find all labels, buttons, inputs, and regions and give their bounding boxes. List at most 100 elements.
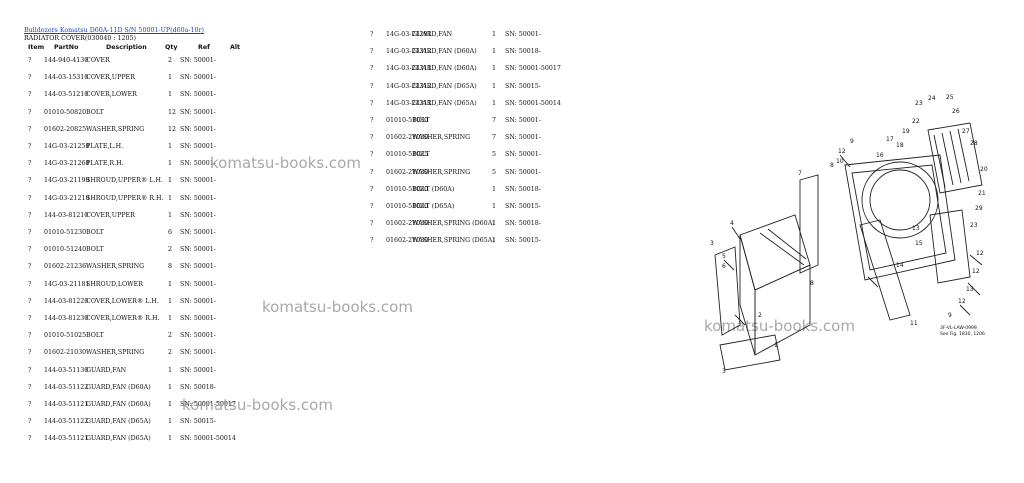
row-item: ? (370, 151, 374, 159)
row-description: COVER,LOWER (86, 91, 137, 99)
row-item: ? (28, 280, 32, 288)
row-description: GUARD,FAN (D65A) (86, 418, 151, 426)
row-qty: 1 (492, 185, 497, 193)
breadcrumb-link[interactable]: Bulldozers Komatsu D60A-11D S/N 50001-UP… (24, 27, 204, 34)
svg-text:27: 27 (962, 128, 970, 135)
watermark: komatsu-books.com (262, 298, 413, 316)
svg-text:1: 1 (774, 342, 778, 349)
row-ref: SN: 50001- (180, 280, 216, 288)
row-ref: SN: 50001- (180, 125, 216, 133)
row-item: ? (370, 185, 374, 193)
header-ref: Ref (198, 44, 210, 51)
row-partno: 01010-51240 (44, 246, 87, 254)
row-description: GUARD,FAN (D65A) (412, 99, 477, 107)
row-description: BOLT (86, 229, 104, 236)
diagram-caption-ref: See Fig. 1830, 1206 (940, 331, 985, 337)
row-description: GUARD,FAN (86, 366, 127, 374)
row-item: ? (28, 125, 32, 133)
row-item: ? (28, 297, 32, 305)
row-item: ? (370, 134, 374, 142)
row-ref: SN: 50015- (505, 203, 541, 210)
row-qty: 1 (168, 315, 173, 322)
right-cover (929, 209, 971, 284)
row-description: SHROUD,UPPER® R.H. (86, 194, 164, 202)
row-partno: 01010-51230 (44, 229, 87, 236)
row-item: ? (370, 117, 374, 124)
header-description: Description (106, 44, 147, 51)
row-item: ? (28, 418, 32, 426)
exploded-parts-diagram: 23 24 25 26 27 22 19 17 18 16 12 10 9 8 … (710, 94, 988, 375)
row-description: COVER,LOWER® R.H. (86, 315, 160, 322)
row-qty: 2 (168, 57, 173, 64)
row-partno: 144-03-51122 (44, 418, 89, 426)
row-ref: SN: 50001- (180, 108, 216, 116)
radiator-side (739, 234, 756, 356)
row-description: BOLT (412, 151, 430, 159)
row-ref: SN: 50001- (180, 297, 216, 305)
row-qty: 5 (492, 168, 497, 176)
lower-cover (859, 219, 911, 321)
svg-text:19: 19 (902, 128, 910, 135)
row-item: ? (28, 143, 32, 150)
svg-text:22: 22 (912, 118, 920, 125)
row-partno: 144-03-15310 (44, 74, 89, 82)
svg-text:4: 4 (730, 220, 734, 227)
row-description: GUARD,FAN (D60A) (412, 65, 477, 73)
row-description: WASHER,SPRING (412, 168, 471, 176)
row-description: GUARD,FAN (D60A) (86, 401, 151, 408)
row-partno: 01010-51020 (386, 203, 429, 210)
svg-text:14: 14 (896, 262, 904, 269)
row-item: ? (28, 229, 32, 236)
side-plate (714, 246, 741, 336)
row-description: PLATE,L.H. (86, 143, 124, 150)
row-qty: 1 (168, 74, 173, 82)
row-item: ? (28, 366, 32, 374)
row-partno: 144-03-81210 (44, 211, 89, 219)
row-qty: 1 (492, 31, 497, 38)
watermark: komatsu-books.com (182, 396, 333, 414)
breadcrumb[interactable]: Bulldozers Komatsu D60A-11D S/N 50001-UP… (24, 27, 204, 34)
row-ref: SN: 50001- (505, 134, 541, 142)
row-qty: 7 (492, 134, 497, 142)
row-qty: 1 (492, 99, 497, 107)
row-ref: SN: 50018- (180, 383, 216, 391)
row-description: GUARD,FAN (D65A) (86, 435, 151, 443)
header-alt: Alt (230, 44, 241, 51)
row-ref: SN: 50001- (180, 263, 216, 271)
row-description: BOLT (86, 108, 104, 116)
row-partno: 01010-51020 (386, 185, 429, 193)
row-ref: SN: 50001- (505, 31, 541, 38)
row-item: ? (370, 168, 374, 176)
row-ref: SN: 50001- (505, 117, 541, 124)
radiator-core (739, 214, 811, 291)
row-item: ? (28, 160, 32, 168)
row-item: ? (28, 349, 32, 357)
row-qty: 1 (168, 280, 173, 288)
row-description: BOLT (412, 117, 430, 124)
header-partno: PartNo (54, 44, 79, 51)
row-partno: 144-03-51130 (44, 366, 89, 374)
row-partno: 14G-03-21311 (386, 99, 432, 107)
row-ref: SN: 50001- (180, 211, 216, 219)
row-ref: SN: 50001-50017 (180, 401, 236, 408)
svg-text:15: 15 (915, 240, 923, 247)
